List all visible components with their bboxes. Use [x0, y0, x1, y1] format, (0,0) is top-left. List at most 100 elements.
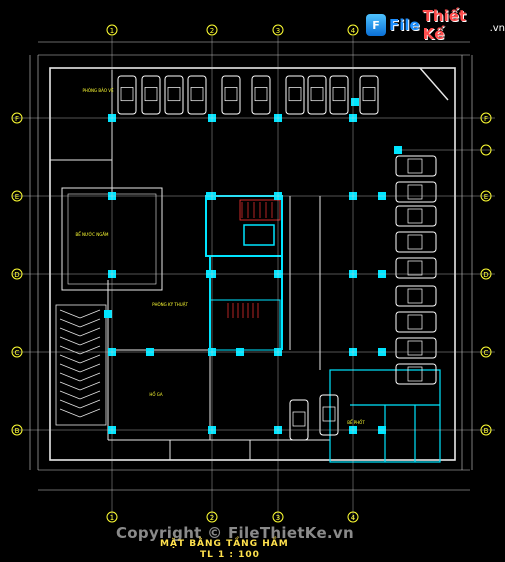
dimension-lines [29, 41, 473, 491]
ramp-hatch-line [79, 354, 101, 364]
car-right-7 [395, 311, 437, 333]
grid-bubble-right [480, 424, 492, 436]
structural-columns [104, 98, 402, 434]
grid-bubble-top [272, 24, 284, 36]
grid-label-left: B [15, 427, 20, 435]
car-top-4 [187, 75, 207, 115]
ramp-hatch-line [59, 408, 81, 418]
ramp-hatch [55, 304, 107, 426]
ramp-hatch-line [59, 345, 81, 355]
ramp-hatch-line [79, 318, 101, 328]
car-top-7 [285, 75, 305, 115]
grid-label-bottom: 4 [351, 514, 356, 522]
grid-label-right: E [484, 193, 488, 201]
ramp-hatch-line [59, 318, 81, 328]
room-label: PHÒNG KỸ THUẬT [152, 302, 188, 307]
copyright-watermark: Copyright © FileThietKe.vn [116, 524, 354, 542]
site-logo[interactable]: F File Thiết Kế .vn [366, 7, 505, 43]
grid-label-right: D [483, 271, 488, 279]
grid-bubble-top [106, 24, 118, 36]
room-label: BỂ PHỐT [347, 420, 365, 425]
car-bottom-1 [289, 399, 309, 441]
ramp-hatch-line [79, 345, 101, 355]
parking-cars [117, 75, 437, 441]
grid-bubble-left [11, 190, 23, 202]
grid-bubble-bottom [106, 511, 118, 523]
ramp-hatch-line [59, 336, 81, 346]
grid-bubble-bottom [272, 511, 284, 523]
grid-bubble-right [480, 346, 492, 358]
grid-bubble-top [206, 24, 218, 36]
car-top-9 [329, 75, 349, 115]
room-label: PHÒNG BẢO VỆ [82, 88, 114, 93]
car-top-5 [221, 75, 241, 115]
logo-domain-text: .vn [489, 22, 505, 34]
ramp-hatch-line [79, 381, 101, 391]
car-bottom-2 [319, 394, 339, 436]
car-right-3 [395, 205, 437, 227]
grid-label-top: 4 [351, 27, 356, 35]
car-right-2 [395, 181, 437, 203]
grid-label-left: E [15, 193, 19, 201]
car-top-3 [164, 75, 184, 115]
column-22 [351, 98, 359, 106]
grid-bubble-bottom [347, 511, 359, 523]
room-label: HỐ GA [149, 392, 163, 397]
grid-label-right: C [484, 349, 489, 357]
grid-bubble-right [480, 268, 492, 280]
ramp-hatch-line [59, 327, 81, 337]
car-top-2 [141, 75, 161, 115]
outer-wall [49, 67, 456, 461]
car-right-6 [395, 285, 437, 307]
car-top-8 [307, 75, 327, 115]
ramp-hatch-line [79, 390, 101, 400]
ramp-hatch-line [59, 390, 81, 400]
car-right-4 [395, 231, 437, 253]
logo-file-text: File [388, 16, 420, 34]
car-top-10 [359, 75, 379, 115]
grid-label-top: 1 [110, 27, 114, 35]
grid-label-top: 2 [210, 27, 214, 35]
ramp-hatch-line [59, 372, 81, 382]
grid-bubble-right [480, 112, 492, 124]
room-labels: PHÒNG BẢO VỆ BỂ NƯỚC NGẦM PHÒNG KỸ THUẬT HỐ… [76, 88, 366, 425]
car-top-1 [117, 75, 137, 115]
grid-label-bottom: 1 [110, 514, 114, 522]
ramp-hatch-line [79, 336, 101, 346]
corner-chamfer [419, 67, 449, 101]
logo-icon: F [366, 14, 386, 36]
ramp-hatch-line [79, 363, 101, 373]
grid-label-top: 3 [276, 27, 280, 35]
walls [49, 67, 456, 463]
core-lower [209, 299, 281, 351]
column-27 [104, 310, 112, 318]
plan-scale: TL 1 : 100 [200, 550, 260, 560]
grid-label-left: F [15, 115, 19, 123]
grid-bubble-left [11, 424, 23, 436]
grid-label-bottom: 3 [276, 514, 280, 522]
grid-label-left: D [14, 271, 19, 279]
grid-label-bottom: 2 [210, 514, 214, 522]
car-right-8 [395, 337, 437, 359]
car-top-6 [251, 75, 271, 115]
grid-label-left: C [15, 349, 20, 357]
room-label: BỂ NƯỚC NGẦM [76, 232, 110, 237]
grid-label-right: B [484, 427, 489, 435]
stair-upper [239, 199, 281, 221]
elevator-shaft [243, 224, 275, 246]
ramp-hatch-line [79, 327, 101, 337]
ramp-hatch-line [59, 354, 81, 364]
grid-bubble-left [11, 112, 23, 124]
grid-bubble-left [11, 346, 23, 358]
grid-bubble-top [347, 24, 359, 36]
car-right-9 [395, 363, 437, 385]
ramp-hatch-line [59, 363, 81, 373]
ramp-hatch-line [79, 309, 101, 319]
ramp-hatch-line [79, 408, 101, 418]
ramp-hatch-line [79, 399, 101, 409]
ramp-hatch-line [59, 399, 81, 409]
grid-bubble-right-extra [480, 144, 492, 156]
grid-bubble-right [480, 190, 492, 202]
ramp-outline [55, 304, 107, 426]
